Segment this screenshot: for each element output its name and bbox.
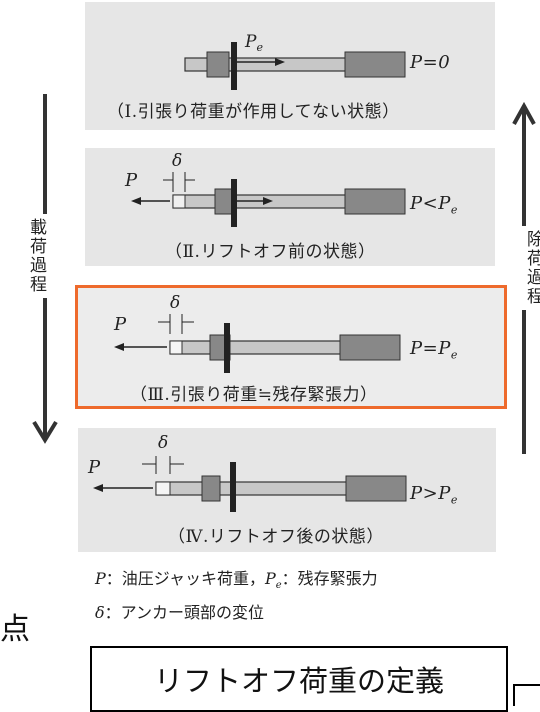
force-label-4: P (87, 457, 101, 478)
panel-3-caption: （Ⅲ.引張り荷重≒残存緊張力） (130, 385, 378, 405)
left-edge-text: 点 (0, 612, 30, 647)
panel-state-3: P δ （Ⅲ.引張り荷重≒残存緊張力） (78, 288, 504, 406)
delta-label-3: δ (170, 293, 180, 313)
loading-process-label: 載荷過程 (24, 214, 49, 298)
force-label-2: P (124, 170, 138, 191)
delta-label-4: δ (158, 433, 168, 453)
legend-line-1: P：油圧ジャッキ荷重，Pe：残存緊張力 (95, 569, 378, 592)
panel-state-4: P δ （Ⅳ.リフトオフ後の状態） (78, 428, 496, 552)
definition-title: リフトオフ荷重の定義 (153, 664, 444, 698)
anchor-diagram-3: P δ (113, 293, 401, 373)
anchor-diagram-1: Pe (184, 32, 406, 90)
panel-state-1: Pe （Ⅰ.引張り荷重が作用してない状態） (85, 2, 495, 130)
panel-3-condition: P=Pe (410, 338, 458, 362)
panel-2-condition: P<Pe (410, 193, 458, 217)
panel-2-caption: （Ⅱ.リフトオフ前の状態） (165, 242, 376, 262)
definition-title-box: リフトオフ荷重の定義 (90, 646, 508, 712)
legend-line-2: δ：アンカー頭部の変位 (95, 603, 265, 622)
anchor-diagram-2: P δ (124, 151, 406, 227)
anchor-diagram-4: P δ (87, 433, 407, 512)
delta-label-2: δ (172, 151, 182, 171)
unloading-process-label: 除荷過程 (521, 226, 540, 310)
force-label-3: P (113, 314, 127, 335)
panel-1-condition: P=0 (410, 52, 451, 73)
panel-4-caption: （Ⅳ.リフトオフ後の状態） (168, 527, 384, 547)
pe-label-1: Pe (244, 32, 263, 54)
corner-box-fragment (513, 684, 540, 706)
panel-1-caption: （Ⅰ.引張り荷重が作用してない状態） (107, 102, 400, 122)
highlight-frame (75, 285, 507, 409)
panel-4-condition: P>Pe (410, 483, 458, 507)
panel-state-2: P δ （Ⅱ.リフトオフ前の状態） (85, 148, 495, 266)
